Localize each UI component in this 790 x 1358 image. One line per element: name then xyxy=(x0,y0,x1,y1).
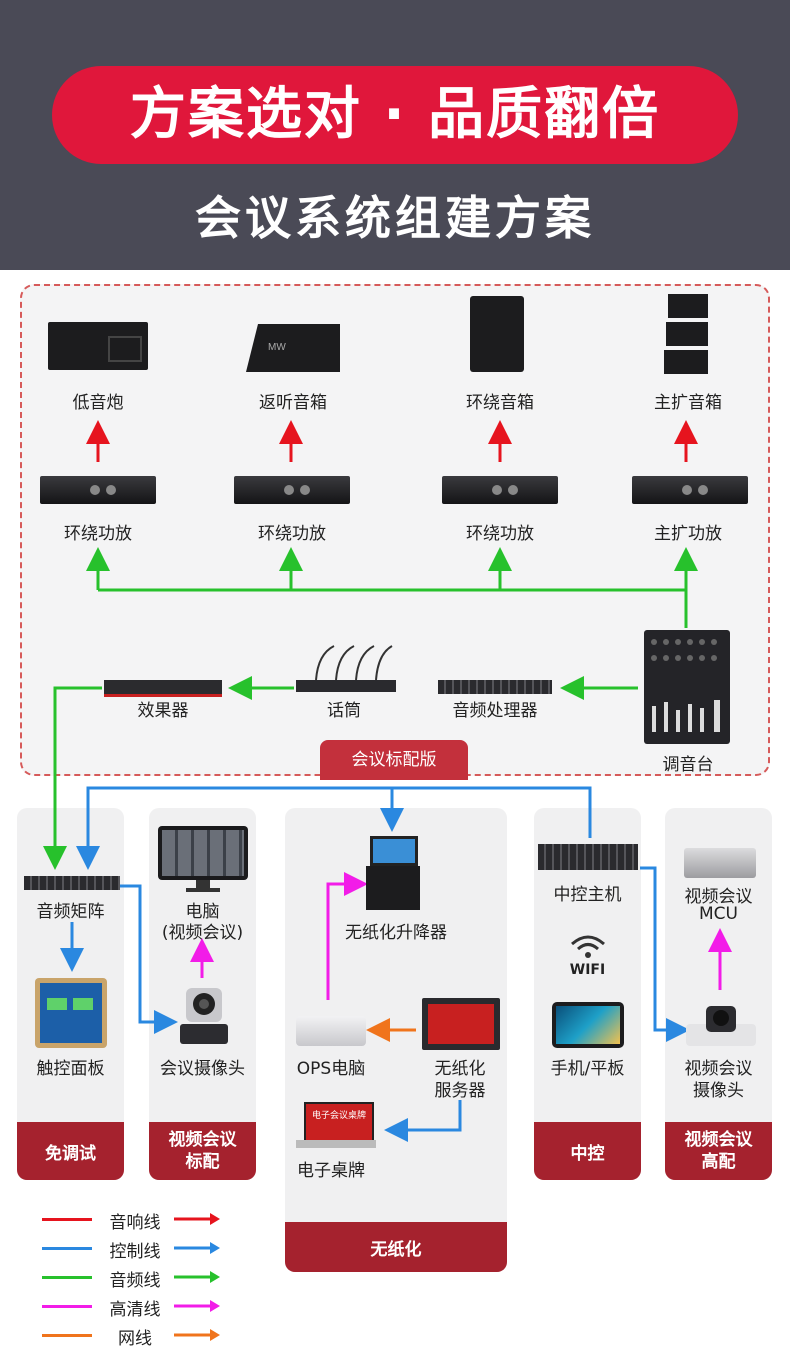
computer-image xyxy=(158,826,248,892)
label-audio-matrix: 音频矩阵 xyxy=(36,902,105,922)
blue-host-camera xyxy=(640,866,690,1042)
label-mcu-2: MCU xyxy=(699,904,738,924)
label-central-control-host: 中控主机 xyxy=(553,885,622,905)
label-audio-processor: 音频处理器 xyxy=(452,701,538,721)
blue-server-nameplate xyxy=(384,1100,462,1142)
amplifier-image-3 xyxy=(442,476,558,504)
blue-control-top xyxy=(76,786,592,870)
magenta-ops-lifter xyxy=(326,872,368,1000)
paperless-lifter-image xyxy=(366,836,420,910)
amplifier-image-4 xyxy=(632,476,748,504)
legend-item-hdmi: 高清线 xyxy=(30,1293,230,1321)
label-mcu-1: 视频会议 xyxy=(684,887,753,907)
label-effects: 效果器 xyxy=(137,701,189,721)
label-subwoofer: 低音炮 xyxy=(72,393,124,413)
label-amplifier-4: 主扩功放 xyxy=(654,524,722,544)
monitor-speaker-image: MW xyxy=(246,324,340,372)
conference-camera-image xyxy=(176,984,232,1046)
legend-item-speaker: 音响线 xyxy=(30,1206,230,1234)
label-ops-pc: OPS电脑 xyxy=(296,1059,366,1079)
amplifier-image-1 xyxy=(40,476,156,504)
central-control-host-image xyxy=(538,844,638,870)
label-phone-tablet: 手机/平板 xyxy=(550,1059,625,1079)
ops-pc-image xyxy=(296,1016,366,1046)
panel-footer-free: 免调试 xyxy=(17,1122,124,1180)
legend-item-control: 控制线 xyxy=(30,1235,230,1263)
video-conference-camera-image xyxy=(686,1000,756,1048)
footer-line-1: 视频会议 xyxy=(168,1130,237,1150)
phone-tablet-image xyxy=(552,1002,624,1048)
green-effects-matrix xyxy=(43,686,102,870)
nameplate-screen-text: 电子会议桌牌 xyxy=(304,1102,374,1142)
panel-footer-video-high: 视频会议 高配 xyxy=(665,1122,772,1180)
panel-control xyxy=(534,808,641,1180)
panel-footer-paperless: 无纸化 xyxy=(285,1222,507,1272)
label-nameplate: 电子桌牌 xyxy=(297,1161,365,1181)
label-conference-camera: 会议摄像头 xyxy=(160,1059,245,1079)
panel-footer-control: 中控 xyxy=(534,1122,641,1180)
audio-processor-image xyxy=(438,680,552,694)
wifi-icon xyxy=(570,934,606,960)
label-touch-panel: 触控面板 xyxy=(36,1059,105,1079)
blue-matrix-camera xyxy=(120,884,178,1034)
main-speaker-image xyxy=(664,294,712,376)
label-main-speaker: 主扩音箱 xyxy=(654,393,722,413)
footer-line-2: 高配 xyxy=(701,1152,736,1172)
svg-text:MW: MW xyxy=(268,342,286,353)
microphone-image xyxy=(296,642,396,692)
subwoofer-image xyxy=(48,322,148,370)
page-subtitle: 会议系统组建方案 xyxy=(195,191,595,245)
nameplate-image: 电子会议桌牌 xyxy=(296,1098,376,1150)
label-paperless-server-2: 服务器 xyxy=(434,1081,486,1101)
label-computer: 电脑 xyxy=(185,902,220,922)
surround-speaker-image xyxy=(470,296,524,372)
label-mixer: 调音台 xyxy=(662,755,714,775)
legend-item-network: 网线 xyxy=(30,1322,230,1350)
label-monitor-speaker: 返听音箱 xyxy=(259,393,327,413)
label-amplifier-1: 环绕功放 xyxy=(64,524,132,544)
legend: 音响线 控制线 音频线 高清线 网线 xyxy=(30,1206,230,1352)
amplifier-image-2 xyxy=(234,476,350,504)
label-amplifier-2: 环绕功放 xyxy=(258,524,326,544)
touch-panel-image xyxy=(35,978,107,1048)
label-video-conference-camera-1: 视频会议 xyxy=(684,1059,753,1079)
standard-config-badge: 会议标配版 xyxy=(320,740,468,780)
mixer-image xyxy=(644,630,730,744)
mcu-image xyxy=(684,848,756,878)
label-wifi: WIFI xyxy=(569,962,606,978)
label-video-conference-camera-2: 摄像头 xyxy=(693,1081,744,1101)
label-paperless-server-1: 无纸化 xyxy=(434,1059,486,1079)
effects-image xyxy=(104,680,222,697)
footer-line-1: 视频会议 xyxy=(684,1130,753,1150)
label-surround-speaker: 环绕音箱 xyxy=(466,393,534,413)
label-computer-sub: (视频会议) xyxy=(161,923,244,943)
audio-matrix-image xyxy=(24,876,120,890)
footer-line-2: 标配 xyxy=(185,1152,220,1172)
legend-item-audio: 音频线 xyxy=(30,1264,230,1292)
banner-title: 方案选对 · 品质翻倍 xyxy=(52,66,738,164)
label-amplifier-3: 环绕功放 xyxy=(466,524,534,544)
label-paperless-lifter: 无纸化升降器 xyxy=(345,923,447,943)
paperless-server-image xyxy=(422,998,500,1050)
panel-footer-video-standard: 视频会议 标配 xyxy=(149,1122,256,1180)
label-microphone: 话筒 xyxy=(327,701,361,721)
